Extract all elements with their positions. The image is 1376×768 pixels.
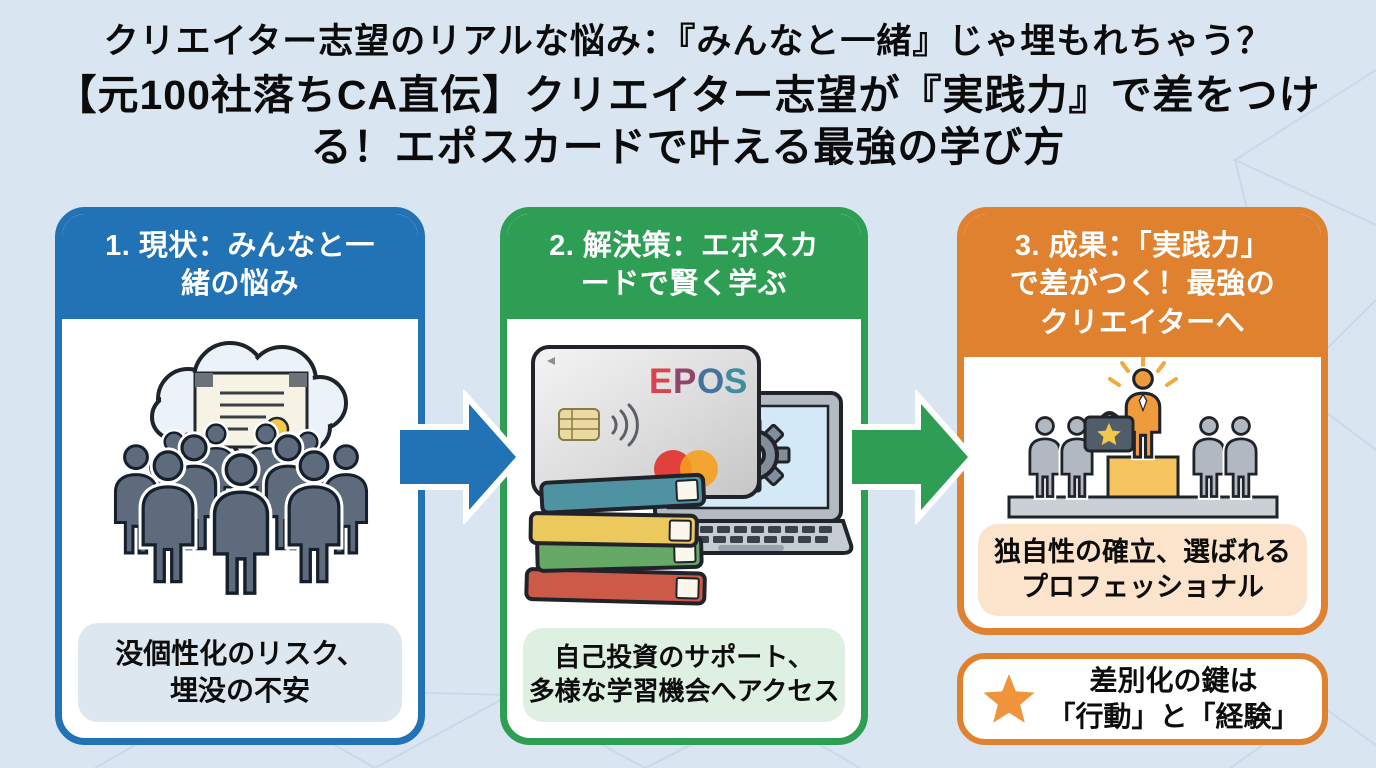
step-3-header: 3. 成果：「実践力」 で差がつく！最強の クリエイターへ (964, 214, 1321, 357)
page-title: クリエイター志望のリアルな悩み：『みんなと一緒』じゃ埋もれちゃう？ 【元100社… (0, 16, 1376, 173)
winner-on-podium-with-briefcase-icon (1007, 357, 1278, 519)
step-3-caption-line-2: プロフェッショナル (1021, 571, 1264, 602)
step-3-title-line-2: で差がつく！最強の (1009, 268, 1276, 301)
winner-person-icon (1126, 370, 1159, 457)
briefcase-with-star-icon (1083, 411, 1134, 453)
step-2-title-line-2: ードで賢く学ぶ (580, 268, 788, 301)
svg-text:O: O (697, 362, 724, 401)
key-note-line-2: 「行動」と「経験」 (1047, 701, 1300, 732)
step-2-title-line-1: 2. 解決策：エポスカ (549, 230, 819, 262)
step-3-card: 3. 成果：「実践力」 で差がつく！最強の クリエイターへ (957, 207, 1328, 635)
arrow-right-icon (394, 390, 524, 524)
step-1-caption-line-2: 埋没の不安 (169, 674, 310, 706)
arrow-right-icon (846, 390, 976, 524)
key-note-text: 差別化の鍵は 「行動」と「経験」 (1037, 663, 1310, 735)
svg-text:E: E (649, 362, 672, 401)
star-icon (983, 674, 1035, 723)
step-2-caption: 自己投資のサポート、 多様な学習機会へアクセス (523, 628, 845, 722)
contactless-icon (611, 403, 639, 447)
step-2-caption-line-2: 多様な学習機会へアクセス (528, 676, 840, 707)
svg-text:P: P (673, 362, 696, 401)
step-1-caption: 没個性化のリスク、 埋没の不安 (78, 623, 402, 722)
side-people-right (1193, 418, 1255, 497)
rays-icon (1107, 357, 1178, 388)
step-3-title-line-3: クリエイターへ (1039, 306, 1246, 339)
thought-bubble-certificate-over-crowd-icon (70, 340, 410, 605)
platform-base (1007, 495, 1278, 519)
step-3-body (964, 357, 1321, 524)
title-line-3: る！エポスカードで叶える最強の学び方 (310, 123, 1066, 170)
epos-logo: E P O S (649, 362, 747, 401)
step-2-header: 2. 解決策：エポスカ ードで賢く学ぶ (507, 214, 861, 319)
side-people-left (1029, 418, 1091, 497)
step-2-card: 2. 解決策：エポスカ ードで賢く学ぶ (500, 207, 868, 745)
podium-block (1106, 455, 1179, 499)
step-1-header: 1. 現状：みんなと一 緒の悩み (62, 214, 418, 319)
step-2-caption-line-1: 自己投資のサポート、 (554, 642, 814, 673)
step-1-title-line-1: 1. 現状：みんなと一 (105, 230, 375, 262)
step-3-title-line-1: 3. 成果：「実践力」 (1014, 230, 1271, 262)
step-2-body: E P O S (507, 319, 861, 629)
epos-credit-card-icon: E P O S (531, 345, 761, 500)
epos-credit-card-laptop-gear-books-icon: E P O S (524, 345, 854, 606)
step-1-card: 1. 現状：みんなと一 緒の悩み (55, 207, 425, 745)
title-line-2: 【元100社落ちCA直伝】クリエイター志望が『実践力』で差をつけ (55, 71, 1321, 118)
step-3-caption: 独自性の確立、選ばれる プロフェッショナル (978, 523, 1307, 616)
svg-text:S: S (724, 362, 747, 401)
title-line-1: クリエイター志望のリアルな悩み：『みんなと一緒』じゃ埋もれちゃう？ (103, 22, 1273, 61)
books-stack-icon (524, 473, 707, 606)
key-note-line-1: 差別化の鍵は (1089, 665, 1258, 697)
step-1-body (62, 319, 418, 624)
step-1-caption-line-1: 没個性化のリスク、 (115, 638, 365, 670)
step-3-caption-line-1: 独自性の確立、選ばれる (994, 536, 1291, 567)
key-note-box: 差別化の鍵は 「行動」と「経験」 (957, 653, 1328, 745)
step-1-title-line-2: 緒の悩み (180, 268, 299, 301)
